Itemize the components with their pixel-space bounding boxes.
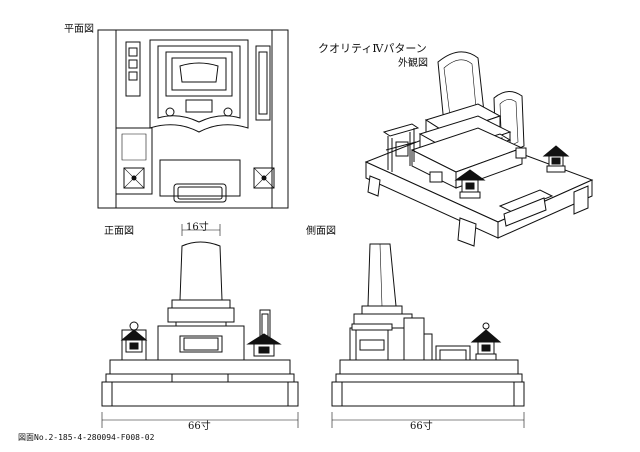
exterior-view-title: 外観図: [398, 58, 428, 69]
front-right-lantern: [248, 334, 280, 344]
plan-view-title: 平面図: [64, 24, 94, 35]
plan-main-base: [150, 40, 248, 132]
plan-right-pillar: [256, 46, 270, 120]
side-base-upper: [340, 360, 518, 374]
front-bottom-dimension: 66寸: [188, 421, 211, 432]
side-back-slab: [404, 318, 424, 360]
front-headstone: [180, 242, 222, 300]
side-view-drawing: [332, 244, 524, 428]
front-top-dimension: 16寸: [186, 222, 209, 233]
plan-left-lantern: [124, 168, 144, 188]
plan-left-wall: [116, 128, 152, 194]
plan-headstone: [166, 52, 232, 96]
side-bottom-dimension: 66寸: [410, 421, 433, 432]
plan-right-lantern: [254, 168, 274, 188]
pattern-title: クオリティⅣパターン: [318, 42, 427, 55]
drawing-number: 図面No.2-185-4-280094-F008-02: [18, 433, 155, 442]
iso-side-bench: [384, 124, 418, 136]
exterior-view-drawing: [366, 52, 592, 246]
front-view-drawing: [102, 224, 298, 428]
plan-view-drawing: [98, 30, 288, 208]
front-base-upper: [110, 360, 290, 374]
side-base-lower: [332, 382, 524, 406]
iso-right-lantern: [544, 146, 568, 156]
side-lantern: [472, 330, 500, 342]
plan-front-step: [174, 184, 226, 202]
front-base-lower: [102, 382, 298, 406]
side-view-title: 側面図: [306, 226, 336, 237]
plan-left-pillar: [126, 42, 140, 96]
front-view-title: 正面図: [104, 226, 134, 237]
plan-inner-frame: [116, 30, 272, 208]
